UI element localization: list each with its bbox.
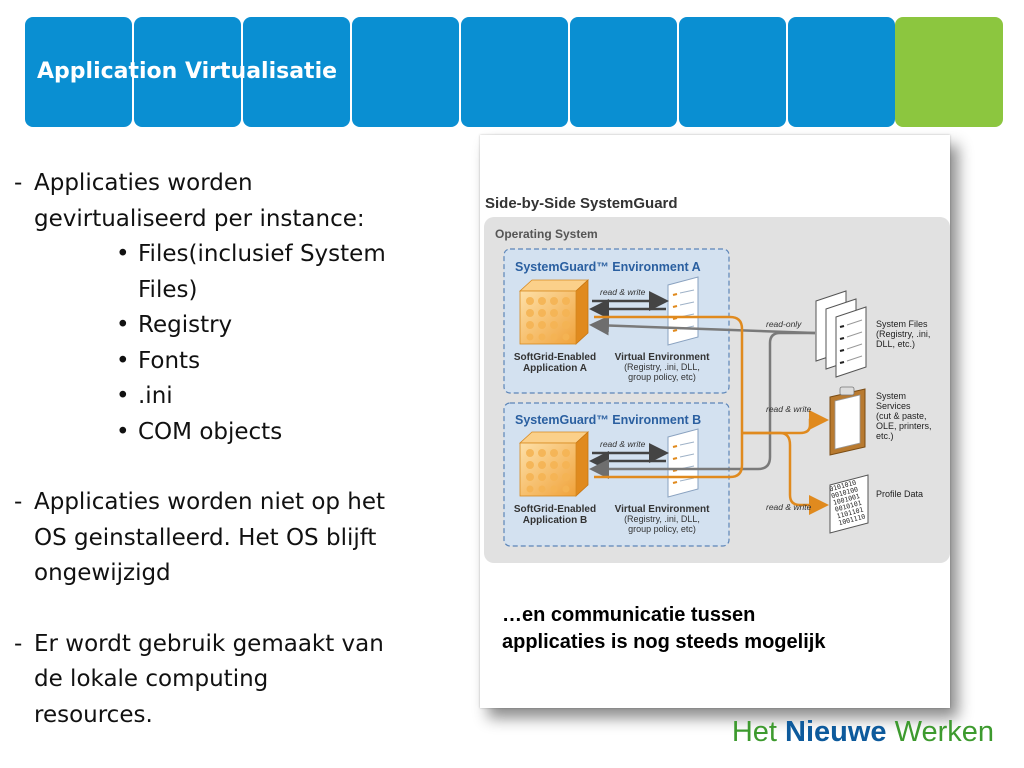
- list-item-text: Applicaties worden: [34, 170, 253, 196]
- dash-marker: -: [14, 170, 23, 196]
- system-files-icon: [815, 290, 867, 378]
- system-files-label: (Registry, .ini,: [876, 329, 930, 339]
- sub-list-item: • Files(inclusief System Files): [114, 237, 464, 308]
- sub-item-text: .ini: [138, 383, 173, 409]
- sub-list: • Files(inclusief System Files) • Regist…: [34, 237, 464, 450]
- list-item: - Er wordt gebruik gemaakt van de lokale…: [14, 627, 464, 734]
- venv-a-label: (Registry, .ini, DLL,: [624, 362, 700, 372]
- list-item-text: resources.: [34, 701, 153, 728]
- read-write-label: read & write: [766, 404, 812, 414]
- application-a-icon: [518, 279, 590, 345]
- clipboard-icon: [829, 386, 866, 456]
- header-block: [679, 17, 786, 127]
- system-services-label: System: [876, 391, 906, 401]
- venv-b-label: group policy, etc): [628, 524, 696, 534]
- system-services-label: OLE, printers,: [876, 421, 932, 431]
- system-services-label: (cut & paste,: [876, 411, 927, 421]
- header-bar: Application Virtualisatie: [25, 17, 1003, 127]
- app-b-label: Application B: [523, 515, 587, 526]
- app-a-label: Application A: [523, 363, 587, 374]
- header-block-accent: [895, 17, 1003, 127]
- dash-marker: -: [14, 630, 23, 657]
- sub-list-item: • Registry: [114, 308, 464, 344]
- app-b-label: SoftGrid-Enabled: [514, 504, 596, 515]
- page-title: Application Virtualisatie: [37, 59, 338, 84]
- read-only-label: read-only: [766, 319, 802, 329]
- read-only-path: [589, 315, 816, 336]
- list-item-text: de lokale computing: [34, 666, 269, 692]
- sub-list-item: • COM objects: [114, 415, 464, 451]
- list-item-text: Er wordt gebruik gemaakt van: [34, 630, 384, 657]
- header-block: [570, 17, 677, 127]
- list-item-text: Applicaties worden niet op het: [34, 489, 386, 515]
- bullet-marker: •: [116, 383, 130, 409]
- sub-item-text: Files(inclusief System: [138, 241, 386, 267]
- sub-list-item: • .ini: [114, 379, 464, 415]
- diagram-title: Side-by-Side SystemGuard: [485, 195, 678, 212]
- brand-text: Het: [731, 716, 786, 748]
- virtual-environment-b-icon: [667, 428, 699, 498]
- system-services-label: etc.): [876, 431, 894, 441]
- list-item-text: OS geinstalleerd. Het OS blijft: [34, 524, 377, 551]
- venv-a-label: Virtual Environment: [615, 352, 711, 363]
- application-b-icon: [518, 431, 590, 497]
- bullet-marker: •: [116, 312, 130, 338]
- brand-text: Werken: [886, 716, 994, 748]
- venv-b-label: (Registry, .ini, DLL,: [624, 514, 700, 524]
- brand-logo: Het Nieuwe Werken: [732, 716, 994, 749]
- env-a-title: SystemGuard™ Environment A: [515, 260, 701, 274]
- read-only-path: [589, 331, 815, 479]
- bullet-content: - Applicaties worden gevirtualiseerd per…: [14, 166, 464, 733]
- venv-a-label: group policy, etc): [628, 372, 696, 382]
- header-block: [134, 17, 241, 127]
- sub-list-item: • Fonts: [114, 344, 464, 380]
- read-write-path: [742, 410, 829, 435]
- caption-line: …en communicatie tussen: [502, 604, 756, 626]
- profile-data-icon: 0101010 0010100 1001001 0010101 1101101 …: [829, 474, 869, 534]
- diagram-caption: …en communicatie tussen applicaties is n…: [502, 602, 932, 656]
- venv-b-label: Virtual Environment: [615, 504, 711, 515]
- diagram-card: Side-by-Side SystemGuard Operating Syste…: [480, 135, 950, 708]
- virtual-environment-a-icon: [667, 276, 699, 346]
- dash-marker: -: [14, 489, 23, 515]
- caption-line: applicaties is nog steeds mogelijk: [502, 631, 826, 653]
- profile-data-label: Profile Data: [876, 489, 923, 499]
- bullet-marker: •: [116, 241, 130, 267]
- header-block: [352, 17, 459, 127]
- system-files-label: System Files: [876, 319, 928, 329]
- sub-item-text: Files): [138, 276, 198, 303]
- brand-text-bold: Nieuwe: [785, 716, 887, 748]
- header-block: [461, 17, 568, 127]
- read-write-label: read & write: [766, 502, 812, 512]
- read-write-label: read & write: [600, 439, 646, 449]
- os-label: Operating System: [495, 227, 598, 241]
- bullet-marker: •: [116, 418, 130, 445]
- bullet-marker: •: [116, 347, 130, 374]
- sub-item-text: Registry: [138, 312, 233, 338]
- list-item: - Applicaties worden gevirtualiseerd per…: [14, 166, 464, 450]
- header-block: [25, 17, 132, 127]
- header-block: [243, 17, 350, 127]
- sub-item-text: COM objects: [138, 418, 283, 445]
- systemguard-diagram: Side-by-Side SystemGuard Operating Syste…: [484, 195, 950, 563]
- app-a-label: SoftGrid-Enabled: [514, 352, 596, 363]
- header-block: [788, 17, 895, 127]
- sub-item-text: Fonts: [138, 347, 201, 374]
- system-services-label: Services: [876, 401, 911, 411]
- read-write-label: read & write: [600, 287, 646, 297]
- read-write-path: [742, 431, 829, 515]
- list-item-text: ongewijzigd: [34, 560, 171, 586]
- env-b-title: SystemGuard™ Environment B: [515, 413, 701, 427]
- list-item-text: gevirtualiseerd per instance:: [34, 205, 365, 232]
- read-write-path: [594, 315, 744, 479]
- list-item: - Applicaties worden niet op het OS gein…: [14, 485, 464, 592]
- system-files-label: DLL, etc.): [876, 339, 915, 349]
